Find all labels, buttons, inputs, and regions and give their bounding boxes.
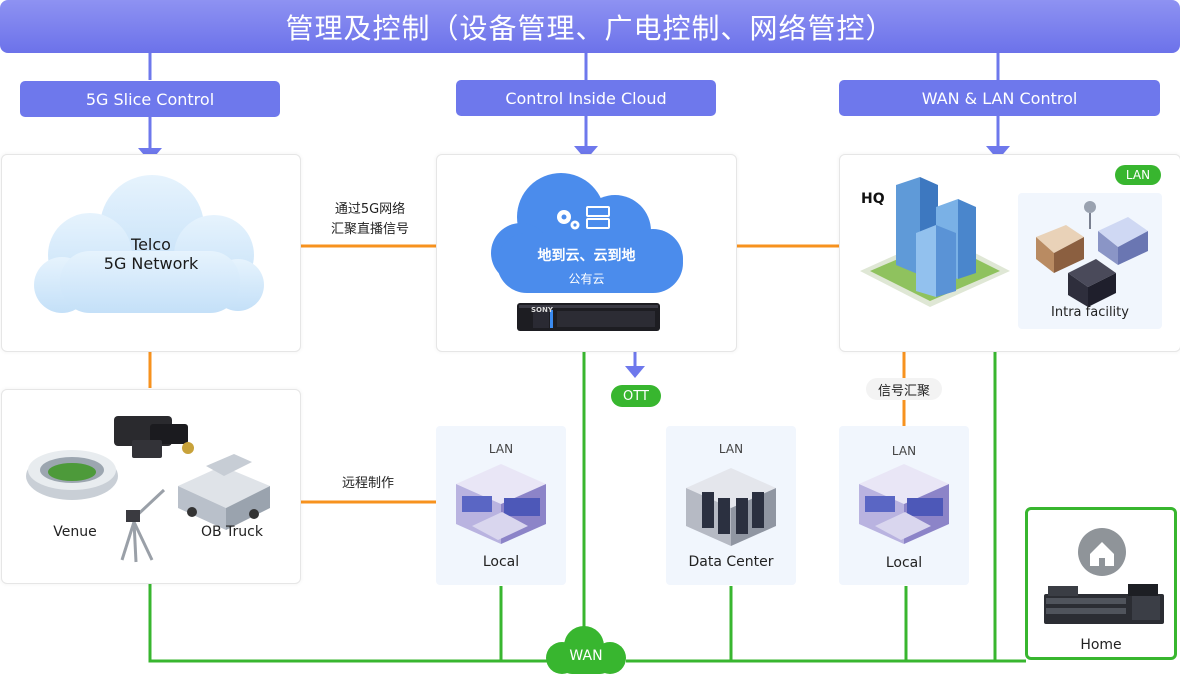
- data-center-lan-label: LAN: [718, 442, 744, 456]
- local-2-lan-label: LAN: [891, 444, 917, 458]
- jib-camera-head: [126, 510, 140, 522]
- home-label: Home: [1080, 637, 1122, 653]
- cloud-control-box[interactable]: Control Inside Cloud: [456, 80, 716, 116]
- telco-title: Telco: [131, 235, 171, 254]
- device-brand: SONY: [531, 306, 553, 314]
- tower-3: [916, 225, 956, 297]
- local-2-label: Local: [885, 555, 923, 571]
- flow-label-5g-line1: 通过5G网络: [334, 202, 406, 217]
- hq-building-icon: [860, 177, 1148, 307]
- ott-badge: OTT: [611, 385, 661, 407]
- telco-panel: Telco 5G Network: [1, 154, 301, 352]
- banner-title: 管理及控制（设备管理、广电控制、网络管控）: [285, 11, 895, 45]
- local-1-lan-badge: LAN: [480, 440, 522, 458]
- hq-panel: LAN HQ Intra facil: [839, 154, 1180, 352]
- local-1-label: Local: [482, 554, 520, 570]
- stadium-icon: [26, 450, 118, 500]
- control-room-icon-2: [859, 464, 949, 544]
- remote-production-label: 远程制作: [341, 476, 394, 491]
- telco-subtitle: 5G Network: [103, 254, 199, 273]
- local-panel-1: LAN Local: [436, 426, 566, 585]
- telco-cloud-icon: [34, 175, 264, 313]
- local-1-lan-label: LAN: [488, 442, 514, 456]
- wan-lan-control-label: WAN & LAN Control: [921, 88, 1078, 108]
- wan-lan-control-box[interactable]: WAN & LAN Control: [839, 80, 1160, 116]
- data-center-panel: LAN Data Center: [666, 426, 796, 585]
- ob-truck-label: OB Truck: [200, 524, 263, 540]
- wan-cloud-icon: [546, 626, 626, 674]
- switcher-panel-icon: [1044, 584, 1164, 624]
- slice-control-label: 5G Slice Control: [85, 89, 215, 109]
- cloud-hardware-device: [517, 303, 660, 331]
- cloud-title: 地到云、云到地: [537, 248, 636, 264]
- cloud-control-label: Control Inside Cloud: [505, 88, 667, 108]
- flow-label-5g-line2: 汇聚直播信号: [330, 222, 409, 237]
- venue-equipment-icons: [26, 416, 270, 563]
- intra-facility-label: Intra facility: [1051, 305, 1129, 320]
- home-icon: [1078, 528, 1126, 576]
- server-icon: [586, 206, 610, 229]
- public-cloud-panel: SONY 地到云、云到地 公有云: [436, 154, 737, 352]
- hq-lan-label: LAN: [1125, 168, 1151, 182]
- local-2-lan-badge: LAN: [883, 442, 925, 460]
- venue-label: Venue: [53, 524, 97, 540]
- hq-title: HQ: [861, 191, 885, 207]
- data-center-icon: [686, 468, 776, 546]
- management-banner: 管理及控制（设备管理、广电控制、网络管控）: [0, 0, 1180, 53]
- slice-control-box[interactable]: 5G Slice Control: [20, 81, 280, 117]
- wan-label: WAN: [569, 648, 603, 664]
- intra-facility-icon: [1036, 201, 1148, 307]
- ott-label: OTT: [623, 388, 649, 404]
- home-equipment-icons: [1044, 528, 1164, 624]
- control-room-icon-1: [456, 464, 546, 544]
- data-center-label: Data Center: [688, 554, 774, 570]
- venue-panel: Venue OB Truck: [1, 389, 301, 584]
- wan-cloud: WAN: [538, 620, 634, 680]
- ob-truck-icon: [178, 454, 270, 530]
- local-panel-2: LAN Local: [839, 426, 969, 585]
- signal-aggregate-label: 信号汇聚: [866, 378, 942, 400]
- signal-aggregate-text: 信号汇聚: [877, 383, 930, 399]
- cloud-subtitle: 公有云: [568, 272, 605, 286]
- hq-lan-badge: LAN: [1115, 165, 1161, 185]
- flow-label-5g: 通过5G网络 汇聚直播信号: [300, 200, 440, 240]
- public-cloud-icon: [491, 173, 683, 331]
- data-center-lan-badge: LAN: [710, 440, 752, 458]
- wan-lines: [148, 351, 1026, 663]
- camera-icon: [114, 416, 194, 458]
- home-panel: Home: [1025, 507, 1177, 660]
- jib-crane-icon: [120, 488, 166, 563]
